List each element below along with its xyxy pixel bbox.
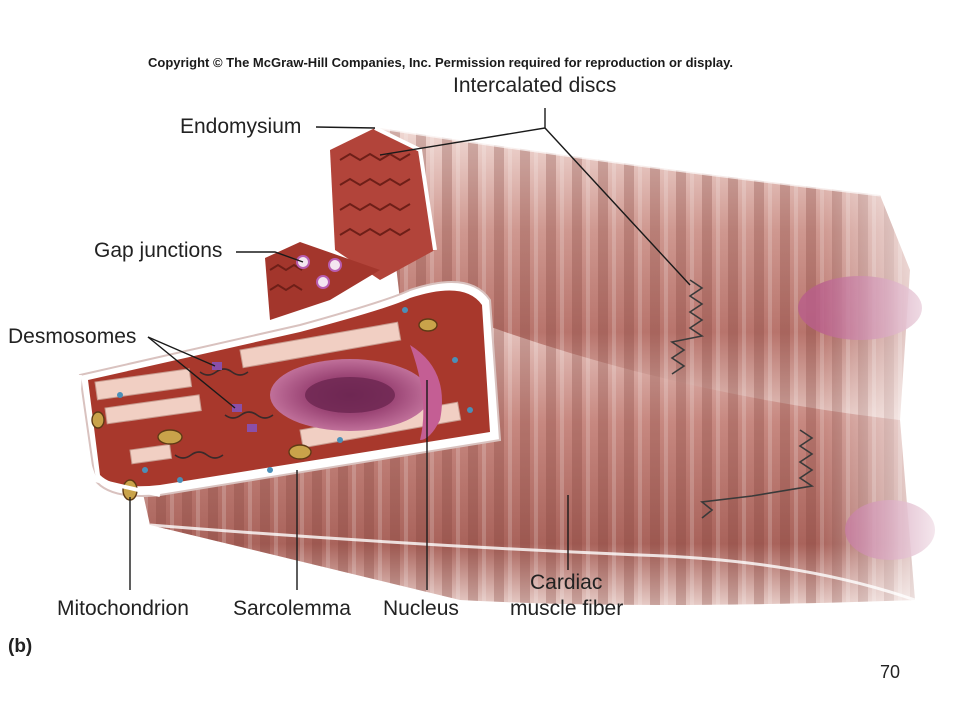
lower-cut-fiber — [77, 281, 502, 501]
label-nucleus: Nucleus — [383, 597, 459, 620]
label-desmosomes: Desmosomes — [8, 325, 137, 348]
intercalated-disc-upper — [669, 279, 705, 375]
leader-lines — [129, 108, 691, 590]
leader-desmosomes-1 — [147, 336, 216, 367]
copyright-notice: Copyright © The McGraw-Hill Companies, I… — [148, 55, 734, 70]
page-number: 70 — [880, 662, 901, 682]
label-gap-junctions: Gap junctions — [94, 239, 223, 262]
leader-endomysium — [315, 126, 376, 129]
label-cardiac: Cardiac — [530, 571, 603, 594]
upper-cut-face — [265, 126, 437, 320]
label-mitochondrion: Mitochondrion — [57, 597, 189, 620]
leader-desmosomes-2 — [147, 336, 236, 409]
panel-letter: (b) — [8, 636, 33, 657]
label-intercalated-discs: Intercalated discs — [453, 74, 617, 97]
gap-junction-markers — [296, 255, 342, 289]
leader-gap-junctions — [236, 251, 304, 263]
label-sarcolemma: Sarcolemma — [233, 597, 351, 620]
desmosome-lines — [174, 368, 274, 459]
label-muscle-fiber: muscle fiber — [510, 597, 624, 620]
label-endomysium: Endomysium — [180, 115, 302, 138]
leader-intercalated-right — [544, 127, 691, 286]
intercalated-disc-lower — [700, 429, 815, 519]
mitochondria-group — [91, 318, 438, 501]
